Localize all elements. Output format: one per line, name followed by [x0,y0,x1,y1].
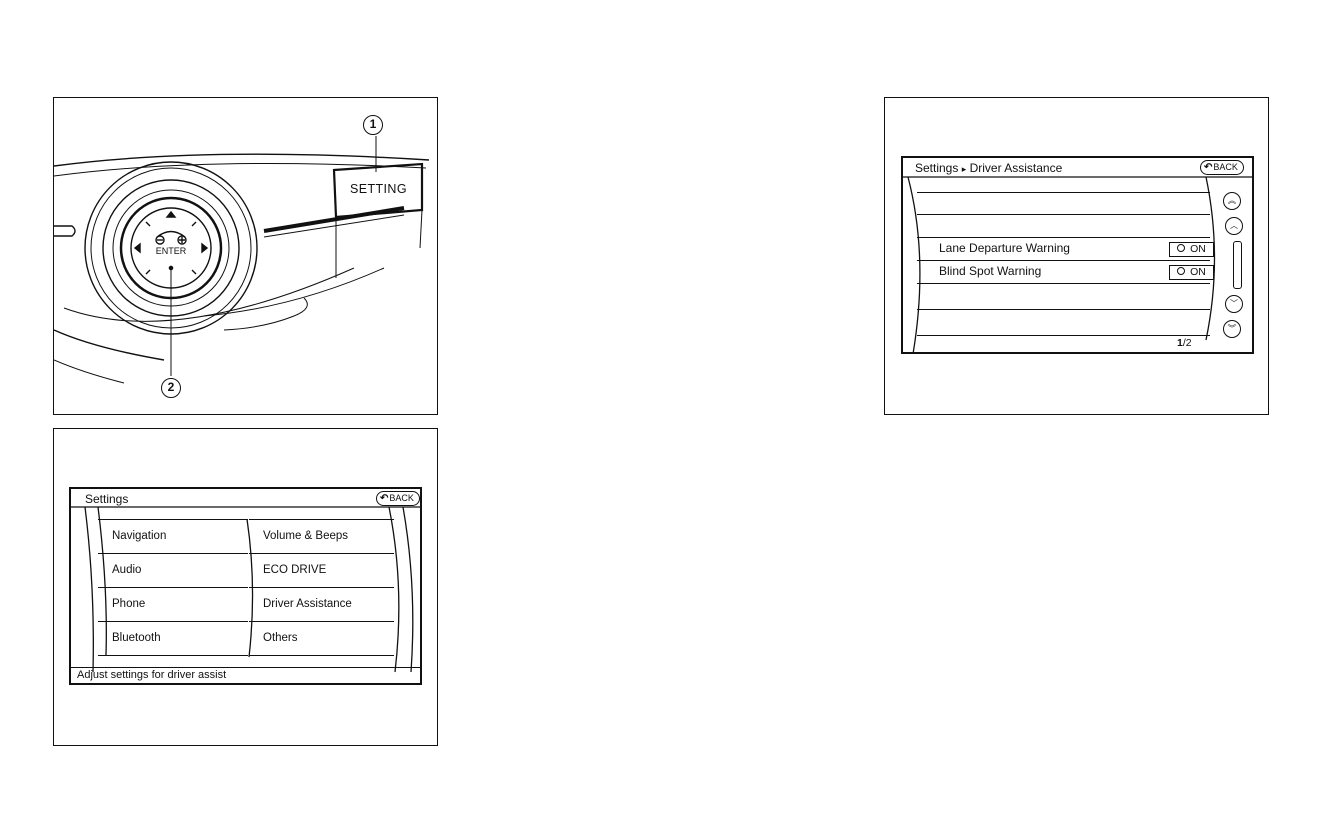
back-label: BACK [389,493,414,503]
enter-button[interactable]: ENTER [150,246,192,256]
menu-item-eco-drive[interactable]: ECO DRIVE [249,554,394,588]
setting-button[interactable]: SETTING [350,182,407,196]
list-row-empty [917,284,1210,310]
lane-departure-toggle[interactable]: ON [1169,242,1214,257]
scrollbar[interactable] [1233,241,1242,289]
chevron-down-icon[interactable]: ﹀ [1225,295,1243,313]
list-row-lane-departure-warning[interactable]: Lane Departure Warning ON [917,238,1210,261]
menu-item-bluetooth[interactable]: Bluetooth [98,622,248,656]
double-chevron-down-icon[interactable]: ︾ [1223,320,1241,338]
driver-assistance-panel: Settings ▸ Driver Assistance ↶BACK Lane … [884,97,1269,415]
menu-item-driver-assistance[interactable]: Driver Assistance [249,588,394,622]
menu-item-audio[interactable]: Audio [98,554,248,588]
list-row-empty [917,310,1210,336]
page-total: /2 [1183,337,1192,349]
chevron-up-icon[interactable]: ︿ [1225,217,1243,235]
menu-item-volume-beeps[interactable]: Volume & Beeps [249,520,394,554]
settings-list: Lane Departure Warning ON Blind Spot War… [903,158,1254,354]
back-arrow-icon: ↶ [380,493,388,504]
blind-spot-toggle[interactable]: ON [1169,265,1214,280]
toggle-label: ON [1190,243,1206,255]
status-bar: Adjust settings for driver assist [71,667,420,683]
dashboard-illustration [54,98,438,415]
row-label: Blind Spot Warning [939,264,1041,278]
toggle-label: ON [1190,266,1206,278]
callout-1: 1 [363,115,383,135]
list-row-empty [917,215,1210,238]
menu-item-phone[interactable]: Phone [98,588,248,622]
list-row-blind-spot-warning[interactable]: Blind Spot Warning ON [917,261,1210,284]
callout-2: 2 [161,378,181,398]
settings-menu-right: Volume & Beeps ECO DRIVE Driver Assistan… [249,519,394,520]
circle-indicator-icon [1177,244,1185,252]
double-chevron-up-icon[interactable]: ︽ [1223,192,1241,210]
list-row-empty [917,192,1210,215]
settings-menu-panel: Settings ↶BACK Navigation Audio Phone Bl… [53,428,438,746]
driver-assistance-screen: Settings ▸ Driver Assistance ↶BACK Lane … [901,156,1254,354]
menu-item-navigation[interactable]: Navigation [98,520,248,554]
controls-illustration-panel: SETTING ENTER 1 2 [53,97,438,415]
screen-title: Settings [85,492,128,506]
circle-indicator-icon [1177,267,1185,275]
row-label: Lane Departure Warning [939,241,1070,255]
menu-item-others[interactable]: Others [249,622,394,656]
settings-screen: Settings ↶BACK Navigation Audio Phone Bl… [69,487,422,685]
back-button[interactable]: ↶BACK [376,491,420,506]
settings-menu-left: Navigation Audio Phone Bluetooth [98,519,248,520]
page-indicator: 1/2 [1177,337,1192,349]
